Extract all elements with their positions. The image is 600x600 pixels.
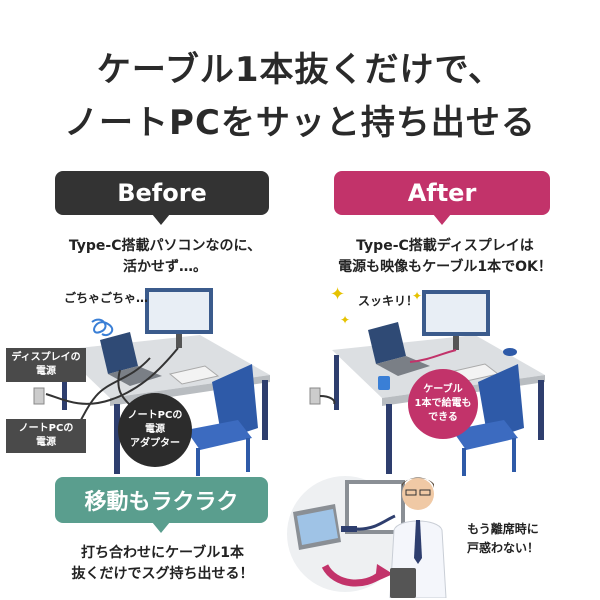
before-chair-back (212, 364, 258, 440)
power-badge-line3: できる (428, 412, 458, 423)
note-power-tag: ノートPCの 電源 (6, 419, 86, 453)
adapter-badge-line2: 電源 (144, 424, 165, 435)
after-laptop-icon (368, 322, 406, 364)
adapter-badge-line3: アダプター (129, 438, 180, 449)
after-chair-leg (512, 438, 516, 472)
person-illustration (389, 477, 447, 598)
before-desk-illustration (33, 288, 270, 476)
before-caption-line1: Type-C搭載パソコンなのに、 (68, 238, 262, 254)
before-desk-leg (262, 380, 268, 440)
carried-laptop-icon (390, 568, 416, 598)
before-monitor-stand (176, 334, 182, 348)
before-label-pointer (152, 214, 170, 225)
person-tie (414, 520, 422, 564)
no-worry-line1: もう離席時に (467, 522, 539, 536)
sparkle-icon: ✦ (340, 313, 350, 327)
glasses-icon (405, 489, 417, 496)
display-power-tag-line1: ディスプレイの (11, 352, 81, 363)
after-single-cable (409, 349, 457, 363)
display-power-tag: ディスプレイの 電源 (6, 348, 86, 382)
after-caption-line2: 電源も映像もケーブル1本でOK！ (338, 259, 552, 275)
unplug-illustration (287, 476, 405, 592)
after-chair-back (478, 364, 524, 440)
before-chair-seat (186, 420, 252, 450)
messy-scribble-icon (91, 318, 114, 336)
move-arrowhead-icon (375, 564, 393, 582)
headline-line2: ノートPCをサッと持ち出せる (64, 103, 536, 143)
mobility-caption-line2: 抜くだけでスグ持ち出せる！ (71, 566, 254, 582)
before-caption: Type-C搭載パソコンなのに、 活かせず…。 (50, 236, 280, 278)
unplug-laptop-screen (297, 509, 338, 545)
no-worry-text: もう離席時に 戸惑わない！ (453, 520, 553, 558)
power-badge-line2: 1本で給電も (414, 398, 472, 409)
before-laptop-icon (100, 332, 138, 374)
after-desk-leg (334, 355, 339, 410)
before-outlet-icon (33, 387, 45, 405)
before-desk-leg (114, 404, 120, 474)
after-chair-leg (462, 448, 466, 476)
after-power-cable (319, 395, 336, 405)
after-monitor-stand (453, 336, 459, 350)
sparkle-icon: ✦ (330, 284, 345, 305)
after-desk-leg (538, 380, 544, 440)
single-cable-power-badge: ケーブル 1本で給電も できる (408, 369, 478, 439)
after-outlet-icon (309, 387, 321, 405)
usb-c-cable (356, 514, 396, 531)
after-label-pointer (433, 214, 451, 225)
adapter-badge: ノートPCの 電源 アダプター (118, 393, 192, 467)
unplug-monitor-screen (349, 484, 401, 530)
before-label: Before (55, 171, 269, 215)
before-monitor-screen (149, 292, 209, 330)
mobility-label-pointer (152, 522, 170, 533)
after-monitor-screen (426, 294, 486, 332)
before-chair-leg (196, 448, 200, 476)
before-caption-line2: 活かせず…。 (123, 259, 207, 275)
clean-text: スッキリ！ (358, 294, 419, 308)
after-mouse-icon (503, 348, 517, 356)
note-power-tag-line2: 電源 (36, 437, 56, 448)
mobility-caption: 打ち合わせにケーブル1本 抜くだけでスグ持ち出せる！ (40, 543, 285, 585)
usb-c-plug-icon (341, 526, 357, 532)
person-head (402, 478, 434, 510)
sparkle-icon: ✦ (412, 289, 422, 303)
before-chair-leg (246, 438, 250, 472)
after-mug-icon (378, 376, 390, 390)
after-caption-line1: Type-C搭載ディスプレイは (356, 238, 534, 254)
before-laptop-base (108, 366, 162, 386)
before-desk-leg (62, 355, 67, 410)
display-power-tag-line2: 電源 (36, 366, 56, 377)
before-cable (45, 347, 179, 405)
mobility-label: 移動もラクラク (55, 477, 268, 523)
before-keyboard-icon (168, 365, 220, 385)
no-worry-line2: 戸惑わない！ (466, 541, 539, 555)
after-desk-leg (386, 404, 392, 474)
glasses-icon (419, 489, 431, 496)
after-label: After (334, 171, 550, 215)
adapter-badge-line1: ノートPCの (127, 410, 183, 421)
after-caption: Type-C搭載ディスプレイは 電源も映像もケーブル1本でOK！ (320, 236, 570, 278)
messy-text: ごちゃごちゃ… (64, 291, 149, 305)
power-badge-line1: ケーブル (423, 384, 463, 395)
mobility-caption-line1: 打ち合わせにケーブル1本 (81, 545, 244, 561)
note-power-tag-line1: ノートPCの (18, 423, 74, 434)
headline-line1: ケーブル1本抜くだけで、 (96, 50, 504, 90)
